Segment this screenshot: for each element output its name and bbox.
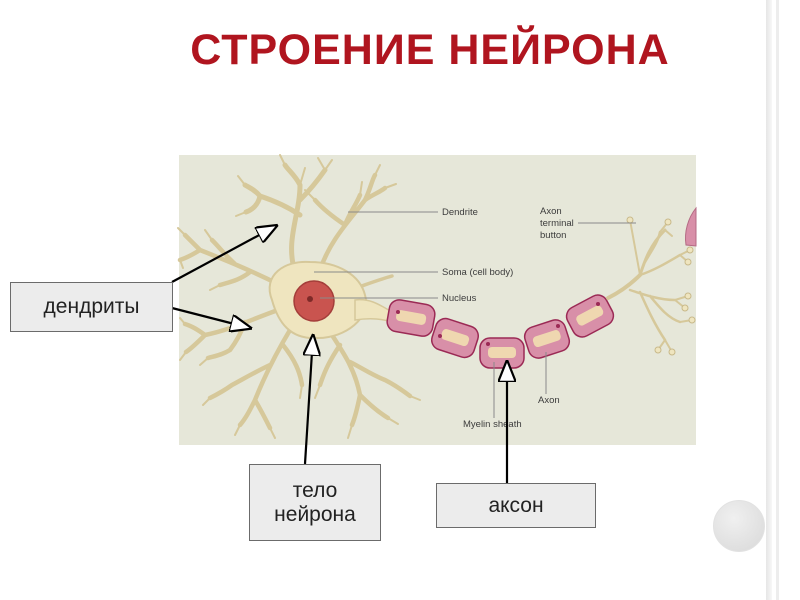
axon-terminal-label-line3: button — [540, 230, 566, 241]
axon-terminal-label-line1: Axon — [540, 206, 562, 217]
target-cell-edge — [685, 208, 696, 246]
axon-terminal-label-line2: terminal — [540, 218, 574, 229]
dendrite-label: Dendrite — [442, 207, 478, 218]
nucleolus — [307, 296, 313, 302]
axon-terminals — [608, 220, 692, 352]
axon-callout: аксон — [436, 483, 596, 528]
myelin-label: Myelin sheath — [463, 419, 522, 430]
dendrites-callout: дендриты — [10, 282, 173, 332]
axon-label: Axon — [538, 395, 560, 406]
soma-label: Soma (cell body) — [442, 267, 513, 278]
axon-hillock — [355, 300, 392, 322]
slide-nav-button[interactable] — [713, 500, 765, 552]
nucleus — [294, 281, 334, 321]
cell-body-callout: тело нейрона — [249, 464, 381, 541]
nucleus-label: Nucleus — [442, 293, 477, 304]
